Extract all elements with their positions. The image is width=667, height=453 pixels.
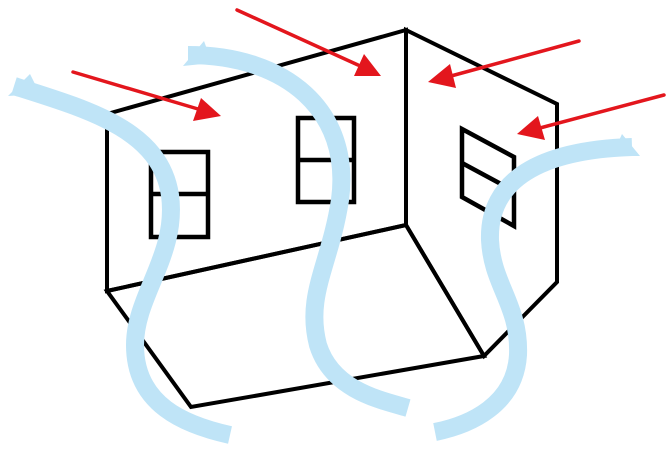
stream-tail-left (8, 74, 40, 96)
arrow-corner-left (235, 8, 381, 76)
window-left (148, 149, 211, 240)
arrow-right-wall (517, 93, 666, 140)
air-stream-left (8, 74, 232, 444)
stream-tail-right (612, 134, 640, 156)
arrow-corner-right (428, 39, 581, 88)
right-wall (404, 26, 559, 360)
air-stream-right (433, 134, 640, 441)
air-stream-middle (183, 41, 411, 417)
stream-tail-middle (183, 41, 212, 66)
air-streams (8, 41, 640, 444)
arrow-left-wall (71, 70, 221, 121)
wind-arrows (71, 8, 666, 140)
floor-plane (103, 222, 488, 410)
